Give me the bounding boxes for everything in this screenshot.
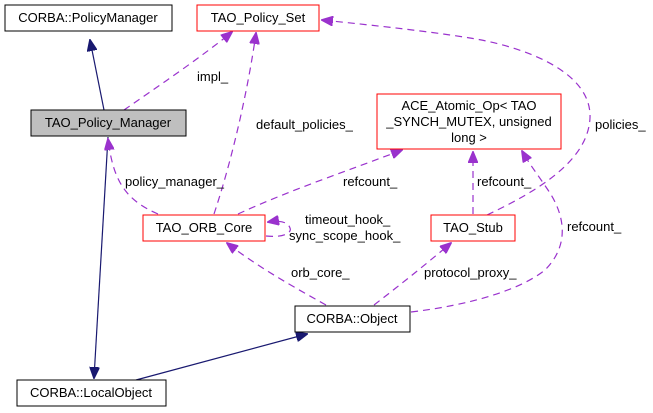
node-label: CORBA::Object xyxy=(306,311,397,326)
edge-label-orb-core: orb_core_ xyxy=(291,265,350,280)
node-label: CORBA::PolicyManager xyxy=(18,10,158,25)
node-label: TAO_ORB_Core xyxy=(156,220,253,235)
edge-label-sync-scope-hook: sync_scope_hook_ xyxy=(289,228,401,243)
edge-label-default-policies: default_policies_ xyxy=(256,117,354,132)
node-label-line-2: _SYNCH_MUTEX, unsigned xyxy=(385,114,551,129)
node-label-line-1: ACE_Atomic_Op< TAO xyxy=(402,98,537,113)
edge-label-refcount-stub: refcount_ xyxy=(477,174,532,189)
node-label-line-3: long > xyxy=(451,130,487,145)
edge-label-protocol-proxy: protocol_proxy_ xyxy=(424,265,517,280)
node-corba-local-object[interactable]: CORBA::LocalObject xyxy=(16,379,167,407)
edge-refcount-object xyxy=(410,151,563,313)
edge-inherit-localobject-object xyxy=(135,334,307,381)
node-label: TAO_Policy_Set xyxy=(211,10,306,25)
edge-label-policies: policies_ xyxy=(595,117,646,132)
edge-inherit-policymanager xyxy=(90,40,105,111)
edge-policies xyxy=(322,20,591,216)
edge-label-refcount-object: refcount_ xyxy=(567,219,622,234)
edge-orb-core xyxy=(227,243,327,306)
edge-label-policy-manager: policy_manager_ xyxy=(125,174,225,189)
edge-self-hooks xyxy=(265,221,291,237)
node-tao-stub[interactable]: TAO_Stub xyxy=(430,214,516,242)
edge-protocol-proxy xyxy=(373,243,451,306)
edge-refcount-core xyxy=(237,150,402,215)
node-label: TAO_Stub xyxy=(443,220,503,235)
edge-inherit-localobject-policymanager xyxy=(94,136,109,378)
node-tao-orb-core[interactable]: TAO_ORB_Core xyxy=(142,214,266,242)
edge-label-refcount-core: refcount_ xyxy=(343,174,398,189)
node-corba-policy-manager[interactable]: CORBA::PolicyManager xyxy=(4,4,173,32)
edge-impl xyxy=(123,32,232,111)
node-ace-atomic-op[interactable]: ACE_Atomic_Op< TAO _SYNCH_MUTEX, unsigne… xyxy=(376,93,562,150)
node-tao-policy-set[interactable]: TAO_Policy_Set xyxy=(196,4,320,32)
node-label: TAO_Policy_Manager xyxy=(45,115,172,130)
node-corba-object[interactable]: CORBA::Object xyxy=(294,305,411,333)
edge-label-timeout-hook: timeout_hook_ xyxy=(305,212,391,227)
edge-label-impl: impl_ xyxy=(197,69,229,84)
node-label: CORBA::LocalObject xyxy=(30,385,152,400)
node-tao-policy-manager[interactable]: TAO_Policy_Manager xyxy=(30,109,187,137)
